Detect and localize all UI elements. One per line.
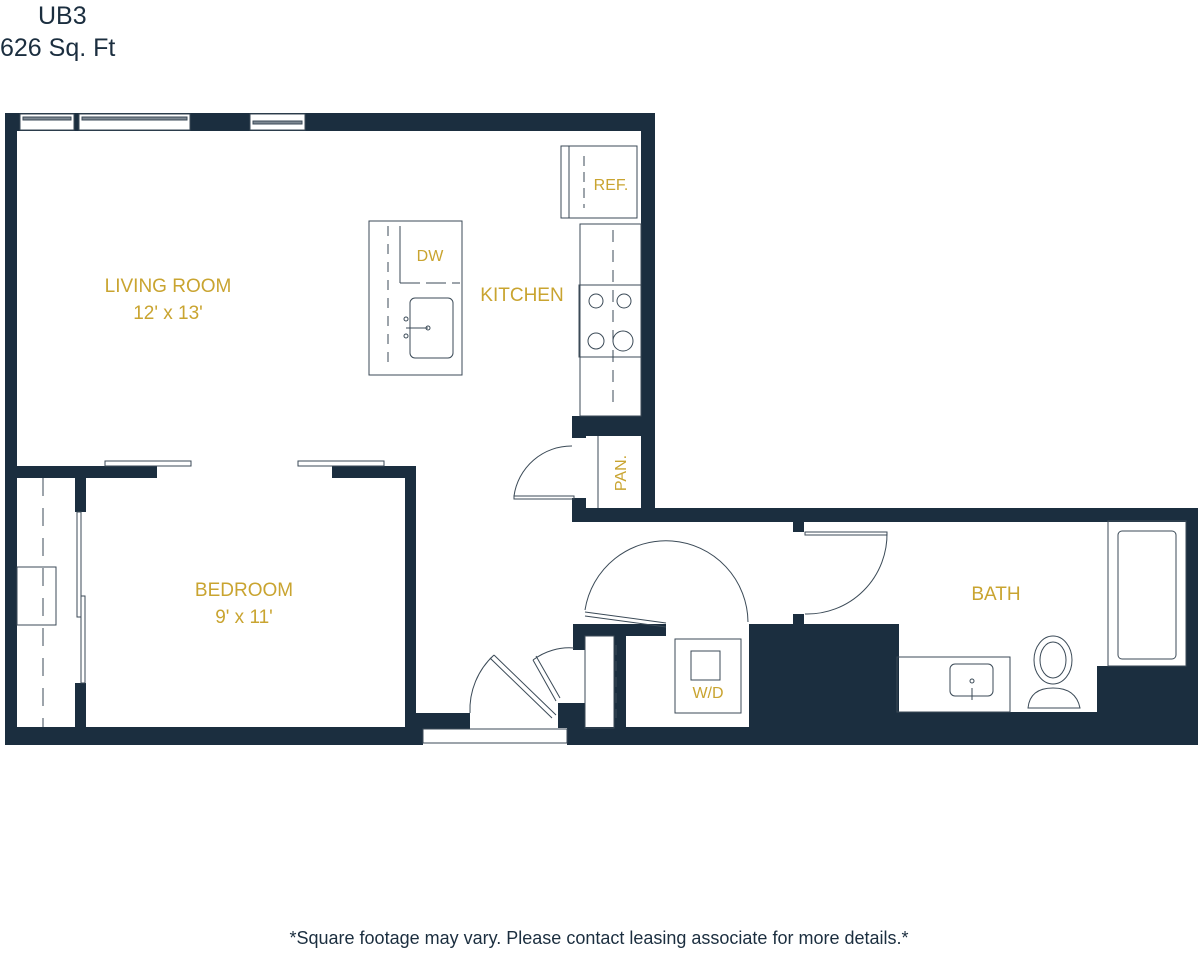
windows	[19, 113, 568, 744]
living-room-name: LIVING ROOM	[105, 276, 232, 297]
bedroom-dimensions: 9' x 11'	[215, 607, 273, 628]
living-room-dimensions: 12' x 13'	[133, 303, 203, 324]
unit-name: UB3	[38, 2, 87, 30]
room-labels: LIVING ROOM 12' x 13' KITCHEN BEDROOM 9'…	[105, 177, 1021, 702]
fixtures-lines	[16, 145, 1187, 729]
refrigerator-label: REF.	[594, 177, 629, 194]
unit-header: UB3 626 Sq. Ft	[0, 0, 115, 64]
bedroom-name: BEDROOM	[195, 580, 293, 601]
walls	[5, 113, 1198, 745]
square-footage: 626 Sq. Ft	[0, 34, 116, 62]
dishwasher-label: DW	[417, 248, 445, 265]
kitchen-label: KITCHEN	[480, 285, 563, 306]
pantry-label: PAN.	[613, 455, 630, 491]
disclaimer: *Square footage may vary. Please contact…	[289, 928, 909, 948]
washer-dryer-label: W/D	[692, 685, 723, 702]
bath-label: BATH	[971, 584, 1020, 605]
